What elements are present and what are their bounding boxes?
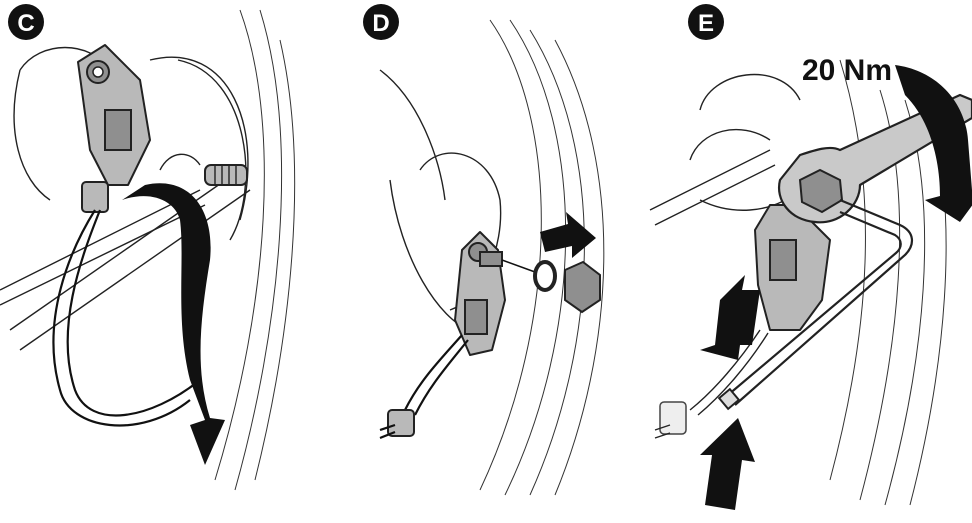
wheel-drawing-d <box>380 20 604 495</box>
step-badge-d: D <box>363 4 399 40</box>
step-label-c: C <box>17 10 34 37</box>
step-badge-e: E <box>688 4 724 40</box>
panel-d: D <box>363 4 604 495</box>
torque-label: 20 Nm <box>802 54 892 87</box>
step-label-d: D <box>372 10 389 37</box>
step-badge-c: C <box>8 4 44 40</box>
push-arrow-icon <box>540 212 596 258</box>
wheel-drawing-e <box>650 60 972 505</box>
step-label-e: E <box>698 10 714 37</box>
curved-arrow-icon <box>122 183 225 465</box>
panel-e: E 20 Nm <box>650 4 972 510</box>
wheel-drawing-c <box>0 10 295 490</box>
panel-c: C <box>0 4 295 490</box>
